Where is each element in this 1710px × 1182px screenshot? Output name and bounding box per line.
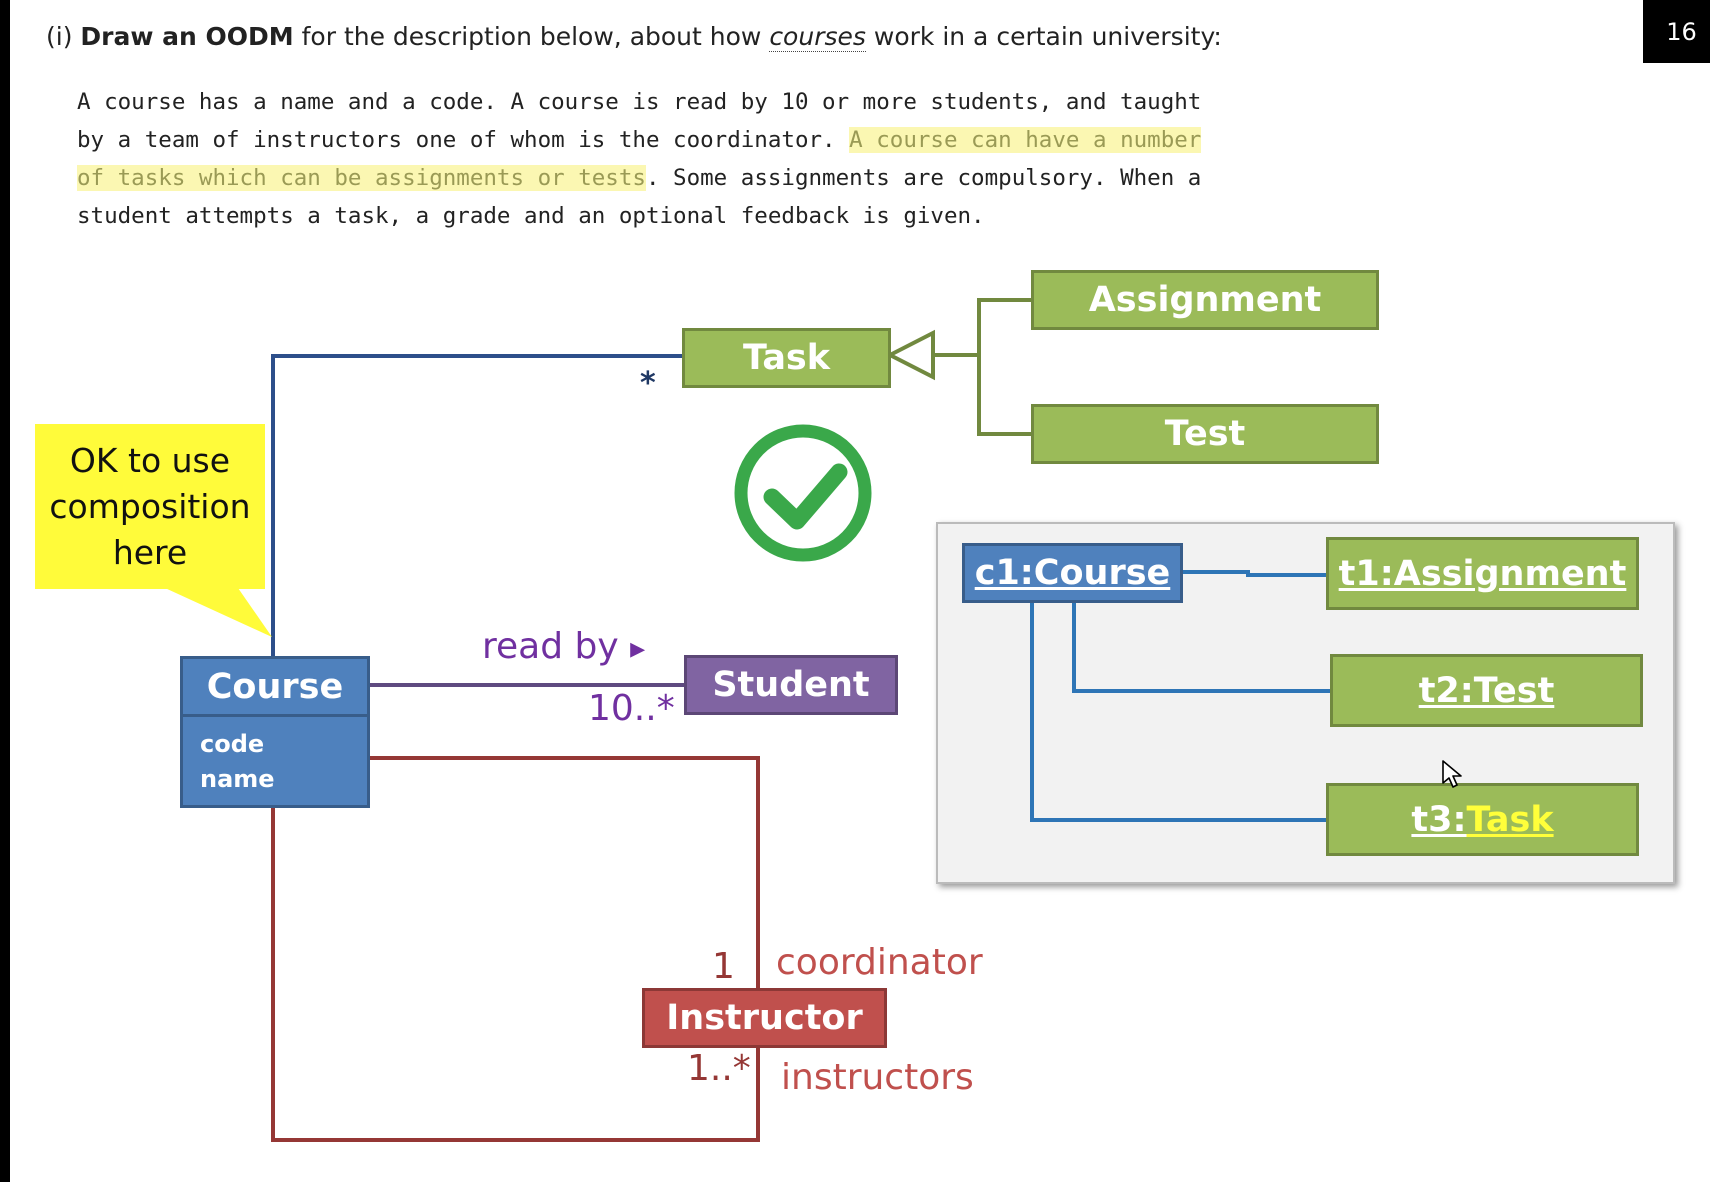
composition-callout: OK to use composition here	[35, 424, 265, 589]
callout-pointer	[165, 588, 272, 637]
generalization-triangle	[885, 329, 935, 381]
student-multiplicity: 10..*	[588, 688, 675, 729]
description-highlight-2: of tasks which can be assignments or tes…	[77, 165, 646, 191]
task-class-label: Task	[742, 338, 831, 378]
instructor-class-label: Instructor	[666, 998, 863, 1038]
student-class: Student	[684, 655, 898, 715]
test-class: Test	[1031, 404, 1379, 464]
c1-t2-link	[1072, 598, 1330, 693]
object-diagram-panel: c1:Course t1:Assignment t2:Test t3:Task	[936, 522, 1675, 884]
generalization-branches	[977, 298, 1031, 436]
callout-line-1: OK to use	[69, 440, 231, 480]
instructors-link	[271, 805, 760, 1142]
question-text: (i) Draw an OODM for the description bel…	[46, 22, 1222, 52]
diagram-connectors	[165, 298, 1031, 1142]
question-italic: courses	[769, 22, 866, 52]
object-c1-label: c1:Course	[974, 553, 1171, 593]
c1-t3-link	[1030, 598, 1326, 822]
callout-line-3: here	[112, 532, 188, 572]
task-class: Task	[682, 328, 891, 388]
object-c1: c1:Course	[962, 543, 1183, 603]
slide: 16 (i) Draw an OODM for the description …	[10, 0, 1710, 1182]
coordinator-multiplicity: 1	[712, 946, 735, 987]
object-t1-label: t1:Assignment	[1338, 553, 1627, 594]
coordinator-role: coordinator	[776, 942, 983, 983]
question-prefix: (i)	[46, 22, 81, 51]
question-bold: Draw an OODM	[80, 22, 294, 51]
object-t1: t1:Assignment	[1326, 537, 1639, 610]
object-t3-prefix: t3:	[1411, 799, 1467, 840]
test-class-label: Test	[1164, 414, 1246, 454]
page-number: 16	[1643, 0, 1710, 63]
question-suffix: work in a certain university:	[865, 22, 1222, 51]
question-mid: for the description below, about how	[293, 22, 770, 51]
object-t3: t3:Task	[1326, 783, 1639, 856]
course-class-label: Course	[183, 659, 367, 717]
read-by-text: read by	[482, 626, 619, 667]
description-line-1: A course has a name and a code. A course…	[77, 89, 1202, 115]
object-links	[1030, 570, 1330, 822]
description-line-4: student attempts a task, a grade and an …	[77, 203, 985, 229]
c1-t1-link	[1156, 570, 1326, 577]
course-attr-code: code	[200, 730, 265, 758]
assignment-class: Assignment	[1031, 270, 1379, 330]
course-attributes: code name	[183, 717, 367, 797]
student-class-label: Student	[712, 665, 870, 705]
object-t2: t2:Test	[1330, 654, 1643, 727]
course-class: Course code name	[180, 656, 370, 808]
read-by-arrow-icon: ▸	[630, 631, 646, 666]
description-text: A course has a name and a code. A course…	[77, 83, 1297, 235]
instructors-multiplicity: 1..*	[687, 1048, 751, 1089]
object-t2-label: t2:Test	[1418, 670, 1555, 711]
description-highlight-1: A course can have a number	[849, 127, 1202, 153]
course-task-link	[271, 354, 682, 657]
assignment-class-label: Assignment	[1088, 280, 1322, 320]
description-line-2: by a team of instructors one of whom is …	[77, 127, 850, 153]
course-attr-name: name	[200, 765, 275, 793]
check-icon	[734, 424, 872, 562]
instructors-role: instructors	[781, 1057, 974, 1098]
callout-line-2: composition	[49, 486, 251, 526]
coordinator-link	[368, 756, 760, 988]
description-line-3: . Some assignments are compulsory. When …	[645, 165, 1202, 191]
task-multiplicity: *	[640, 366, 656, 401]
mouse-cursor-icon	[1442, 760, 1462, 788]
object-t3-class: Task	[1466, 799, 1554, 840]
instructor-class: Instructor	[642, 988, 887, 1048]
read-by-label: read by ▸	[482, 626, 645, 667]
